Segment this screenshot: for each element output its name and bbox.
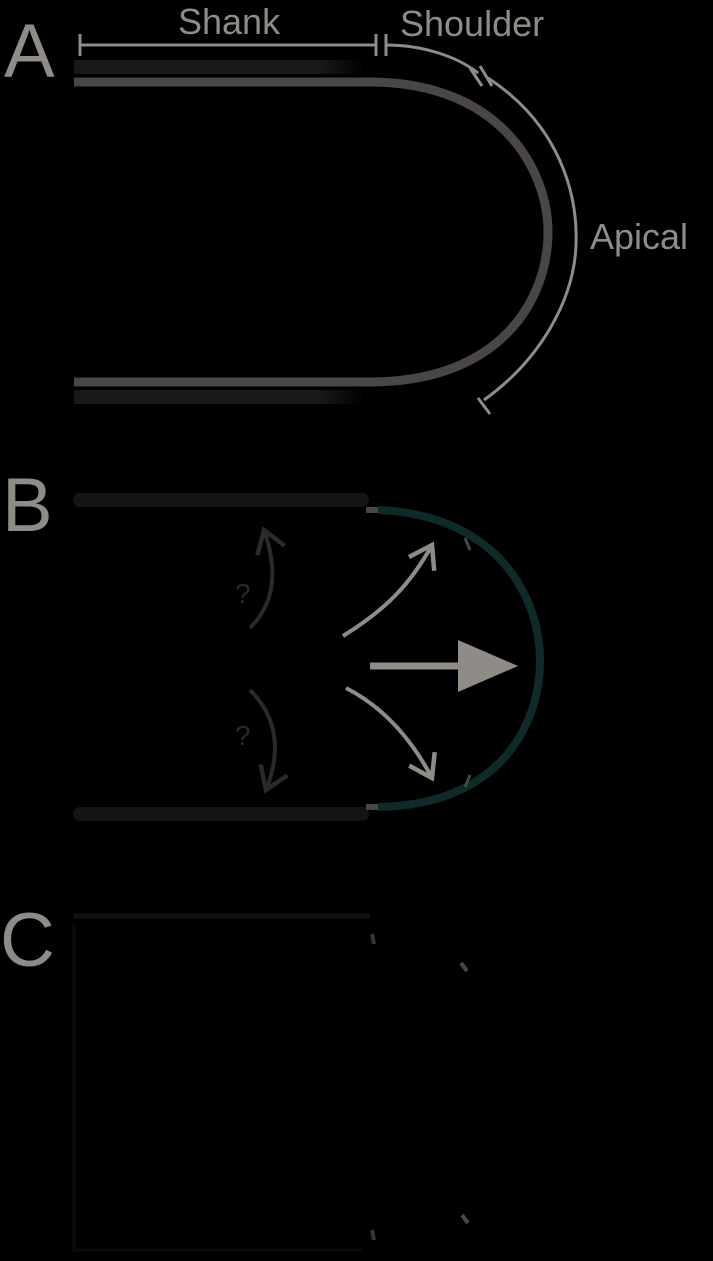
arrow-uncertain-up	[248, 526, 286, 630]
hypha-b	[73, 493, 545, 821]
growth-arrows	[341, 541, 518, 782]
shank-bracket	[78, 34, 378, 56]
arrow-upper	[341, 541, 437, 638]
shank-label: Shank	[178, 1, 281, 42]
panel-a: A Shank Shoulder Apical	[4, 1, 688, 415]
hypha-a	[74, 60, 553, 404]
panel-c-letter: C	[0, 898, 55, 983]
apical-label: Apical	[590, 216, 688, 257]
arrow-lower	[345, 686, 437, 782]
shoulder-label: Shoulder	[400, 3, 544, 44]
panel-b-letter: B	[2, 463, 53, 548]
panel-c: C	[0, 898, 470, 1252]
arrow-main-head	[458, 640, 518, 692]
panel-b: B ? ?	[2, 463, 545, 821]
panel-a-letter: A	[4, 9, 55, 94]
question-mark-lower: ?	[235, 720, 251, 751]
arrow-uncertain-down	[248, 688, 289, 794]
hypha-c	[72, 913, 470, 1252]
apical-bracket	[476, 65, 578, 415]
shoulder-bracket	[384, 34, 484, 87]
uncertain-arrows: ? ?	[235, 526, 289, 794]
question-mark-upper: ?	[235, 578, 251, 609]
